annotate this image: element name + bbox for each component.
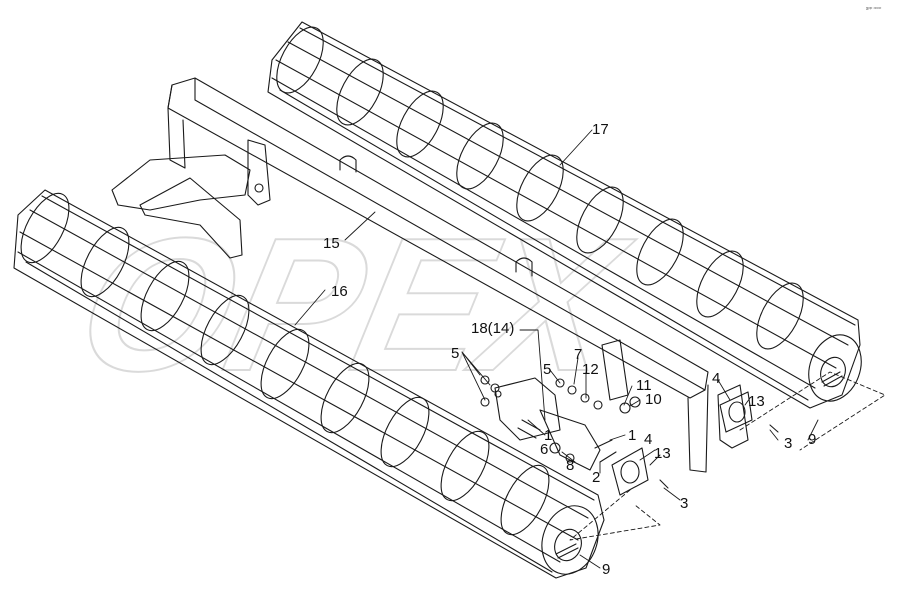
callout-9-back: 9 <box>808 431 816 448</box>
back-roller <box>267 21 862 409</box>
watermark-text: OPEX <box>63 198 646 411</box>
back-roller-rings <box>276 26 804 350</box>
callout-15: 15 <box>323 235 340 252</box>
callout-6: 6 <box>540 441 548 458</box>
watermark: OPEX <box>62 197 647 412</box>
callout-4-front: 4 <box>644 431 652 448</box>
callout-18-14: 18(14) <box>471 320 514 337</box>
callout-7: 7 <box>574 346 582 363</box>
front-roller-rings <box>20 192 550 536</box>
corner-mark: sᵒᵖ ᵒᵒᵒᵒ <box>866 6 881 12</box>
callout-1-left: 1 <box>544 427 552 444</box>
callout-5-right: 5 <box>543 361 551 378</box>
axis-reference-lines <box>569 371 886 541</box>
frame <box>111 77 749 473</box>
callout-4-back: 4 <box>712 370 720 387</box>
callout-9-front: 9 <box>602 561 610 578</box>
front-roller <box>13 189 605 579</box>
callout-5-left: 5 <box>451 345 459 362</box>
callout-3-front: 3 <box>680 495 688 512</box>
callout-2: 2 <box>592 469 600 486</box>
callout-10: 10 <box>645 391 662 408</box>
callout-3-back: 3 <box>784 435 792 452</box>
callout-17: 17 <box>592 121 609 138</box>
callout-16: 16 <box>331 283 348 300</box>
callout-12: 12 <box>582 361 599 378</box>
callout-1-right: 1 <box>628 427 636 444</box>
callout-11: 11 <box>636 377 652 394</box>
callout-8: 8 <box>566 457 574 474</box>
callout-13-front: 13 <box>654 445 671 462</box>
leader-lines <box>294 129 819 569</box>
callout-13-back: 13 <box>748 393 765 410</box>
callout-labels: 17 15 16 18(14) 5 5 7 12 11 10 4 13 3 9 … <box>323 121 816 578</box>
